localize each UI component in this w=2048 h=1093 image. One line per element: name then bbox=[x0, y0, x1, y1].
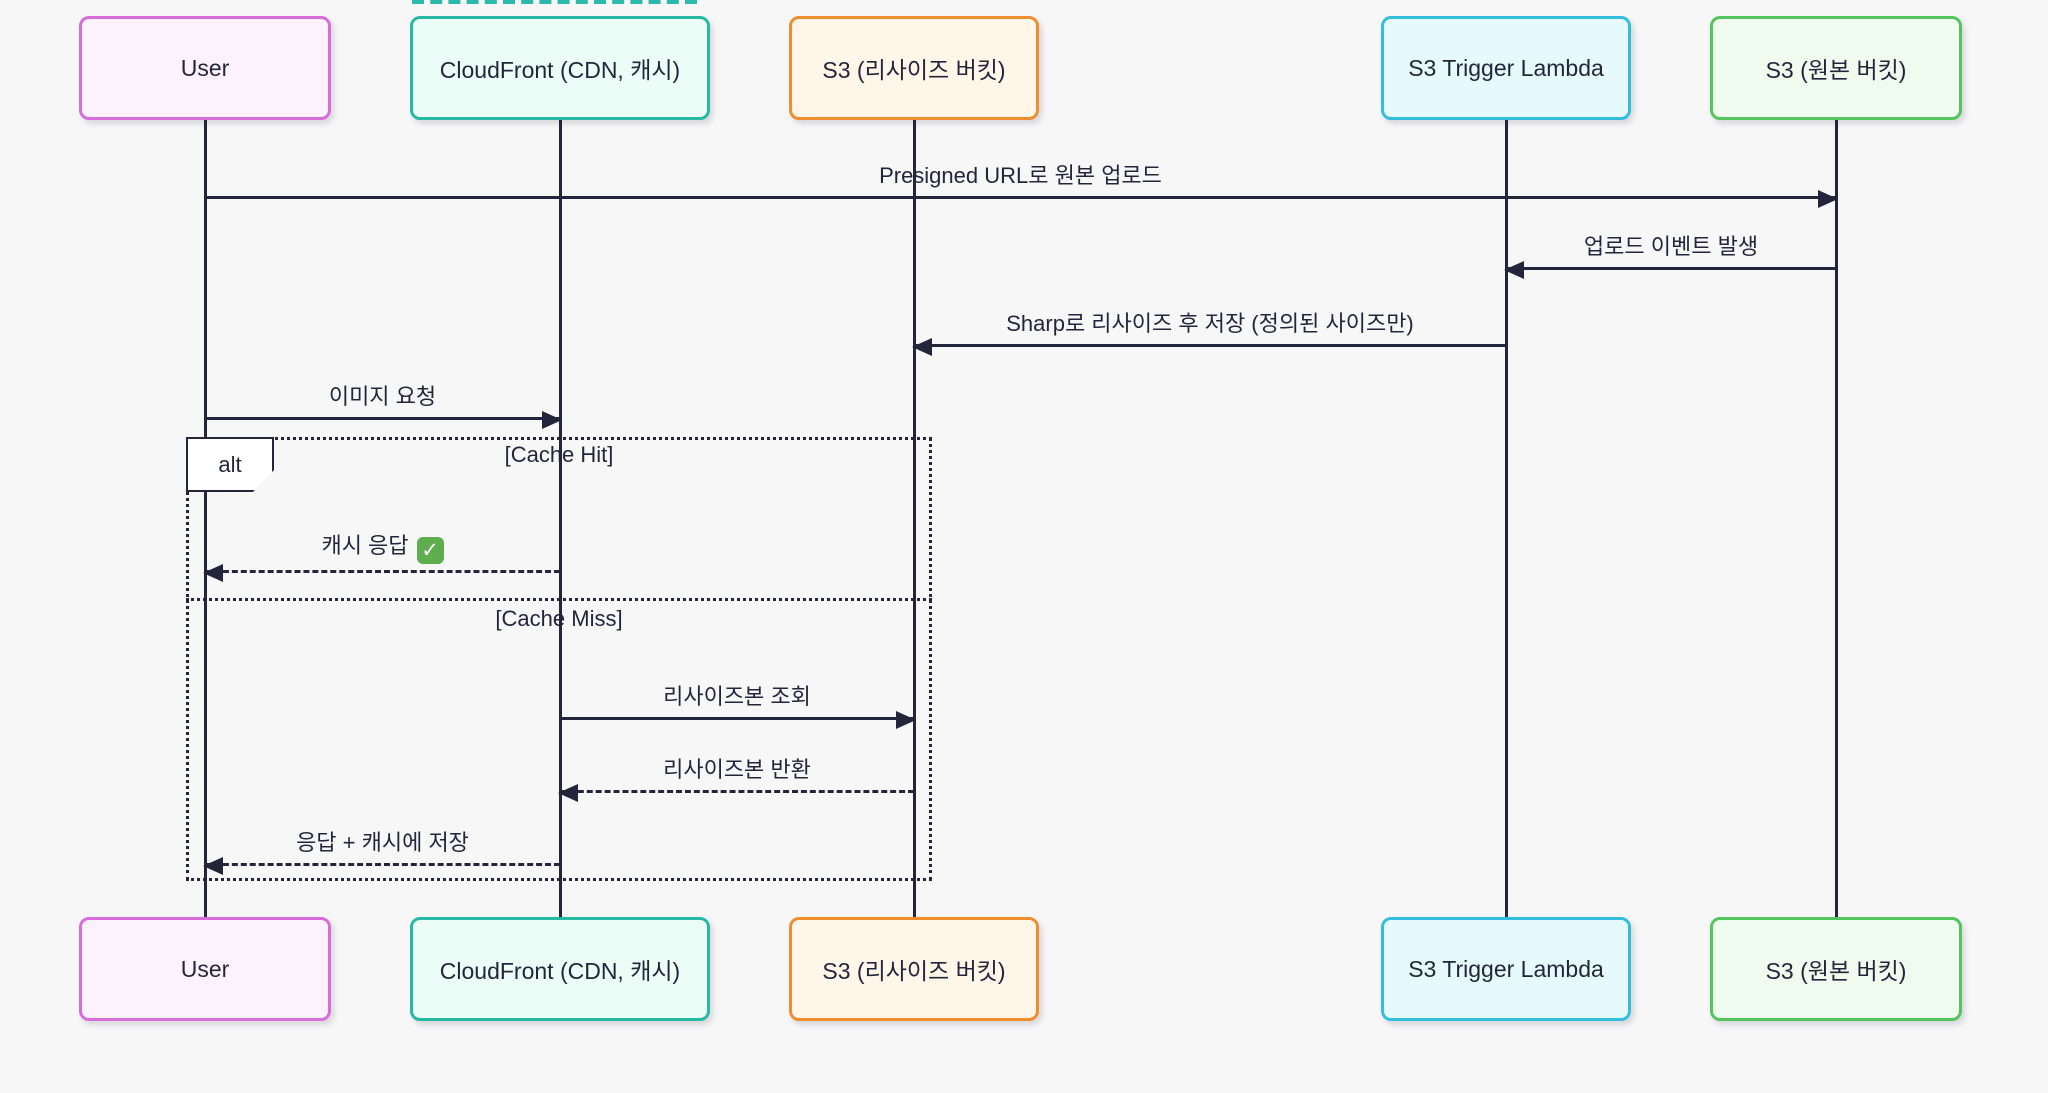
message-presigned-upload: Presigned URL로 원본 업로드 bbox=[205, 163, 1838, 208]
arrowhead-left-icon bbox=[1504, 261, 1524, 279]
message-line bbox=[560, 717, 914, 720]
message-label: 리사이즈본 조회 bbox=[663, 684, 811, 709]
actor-box-s3-resize-bottom: S3 (리사이즈 버킷) bbox=[789, 917, 1039, 1021]
message-label: Presigned URL로 원본 업로드 bbox=[879, 163, 1162, 188]
check-icon: ✓ bbox=[416, 537, 444, 564]
message-response-store-cache: 응답 + 캐시에 저장 bbox=[203, 830, 560, 875]
message-upload-event: 업로드 이벤트 발생 bbox=[1504, 234, 1836, 279]
message-label: 업로드 이벤트 발생 bbox=[1583, 234, 1759, 259]
actor-label: S3 Trigger Lambda bbox=[1408, 955, 1604, 982]
message-line bbox=[560, 790, 914, 793]
message-label: Sharp로 리사이즈 후 저장 (정의된 사이즈만) bbox=[1006, 311, 1414, 336]
actor-box-user-bottom: User bbox=[79, 917, 331, 1021]
message-line bbox=[1506, 267, 1836, 270]
message-image-request: 이미지 요청 bbox=[205, 384, 562, 429]
message-line bbox=[205, 417, 560, 420]
actor-label: S3 Trigger Lambda bbox=[1408, 54, 1604, 81]
lifeline-lambda bbox=[1505, 120, 1508, 917]
message-line bbox=[205, 863, 560, 866]
actor-box-lambda-top: S3 Trigger Lambda bbox=[1381, 16, 1631, 120]
message-resized-lookup: 리사이즈본 조회 bbox=[560, 684, 916, 729]
actor-box-s3-origin-top: S3 (원본 버킷) bbox=[1710, 16, 1962, 120]
arrowhead-right-icon bbox=[1818, 190, 1838, 208]
arrowhead-right-icon bbox=[896, 711, 916, 729]
arrowhead-left-icon bbox=[558, 784, 578, 802]
actor-label: CloudFront (CDN, 캐시) bbox=[439, 958, 681, 984]
actor-box-cloudfront-bottom: CloudFront (CDN, 캐시) bbox=[410, 917, 710, 1021]
alt-case-cache-hit: [Cache Hit] bbox=[504, 442, 614, 467]
arrowhead-left-icon bbox=[203, 857, 223, 875]
arrowhead-right-icon bbox=[542, 411, 562, 429]
message-line bbox=[205, 196, 1836, 199]
lifeline-cloudfront bbox=[559, 120, 562, 917]
actor-label: CloudFront (CDN, 캐시) bbox=[439, 57, 681, 83]
message-label: 리사이즈본 반환 bbox=[663, 757, 811, 782]
actor-label: User bbox=[180, 955, 230, 982]
arrowhead-left-icon bbox=[203, 564, 223, 582]
alt-divider bbox=[186, 598, 932, 601]
actor-label: S3 (원본 버킷) bbox=[1765, 57, 1907, 83]
arrowhead-left-icon bbox=[912, 338, 932, 356]
actor-box-cloudfront-top: CloudFront (CDN, 캐시) bbox=[410, 16, 710, 120]
actor-box-s3-origin-bottom: S3 (원본 버킷) bbox=[1710, 917, 1962, 1021]
alt-label-text: alt bbox=[218, 451, 242, 477]
lifeline-s3-resize bbox=[913, 120, 916, 917]
actor-box-lambda-bottom: S3 Trigger Lambda bbox=[1381, 917, 1631, 1021]
message-resized-return: 리사이즈본 반환 bbox=[558, 757, 914, 802]
alt-frame bbox=[186, 437, 932, 881]
message-text: 캐시 응답 bbox=[321, 533, 409, 558]
check-glyph: ✓ bbox=[421, 539, 439, 562]
actor-label: S3 (리사이즈 버킷) bbox=[822, 57, 1006, 83]
actor-box-user-top: User bbox=[79, 16, 331, 120]
lifeline-user bbox=[204, 120, 207, 917]
message-sharp-resize-save: Sharp로 리사이즈 후 저장 (정의된 사이즈만) bbox=[912, 311, 1506, 356]
message-line bbox=[205, 570, 560, 573]
actor-box-s3-resize-top: S3 (리사이즈 버킷) bbox=[789, 16, 1039, 120]
clipped-dashed-line bbox=[412, 0, 697, 4]
actor-label: User bbox=[180, 54, 230, 81]
message-line bbox=[914, 344, 1506, 347]
message-label: 이미지 요청 bbox=[328, 384, 437, 409]
lifeline-s3-origin bbox=[1835, 120, 1838, 917]
message-label: 캐시 응답 ✓ bbox=[205, 528, 560, 564]
actor-label: S3 (원본 버킷) bbox=[1765, 958, 1907, 984]
alt-case-cache-miss: [Cache Miss] bbox=[495, 606, 623, 631]
actor-label: S3 (리사이즈 버킷) bbox=[822, 958, 1006, 984]
message-label: 응답 + 캐시에 저장 bbox=[296, 830, 469, 855]
alt-label: alt bbox=[186, 437, 274, 492]
message-cache-response: 캐시 응답 ✓ bbox=[203, 533, 560, 582]
